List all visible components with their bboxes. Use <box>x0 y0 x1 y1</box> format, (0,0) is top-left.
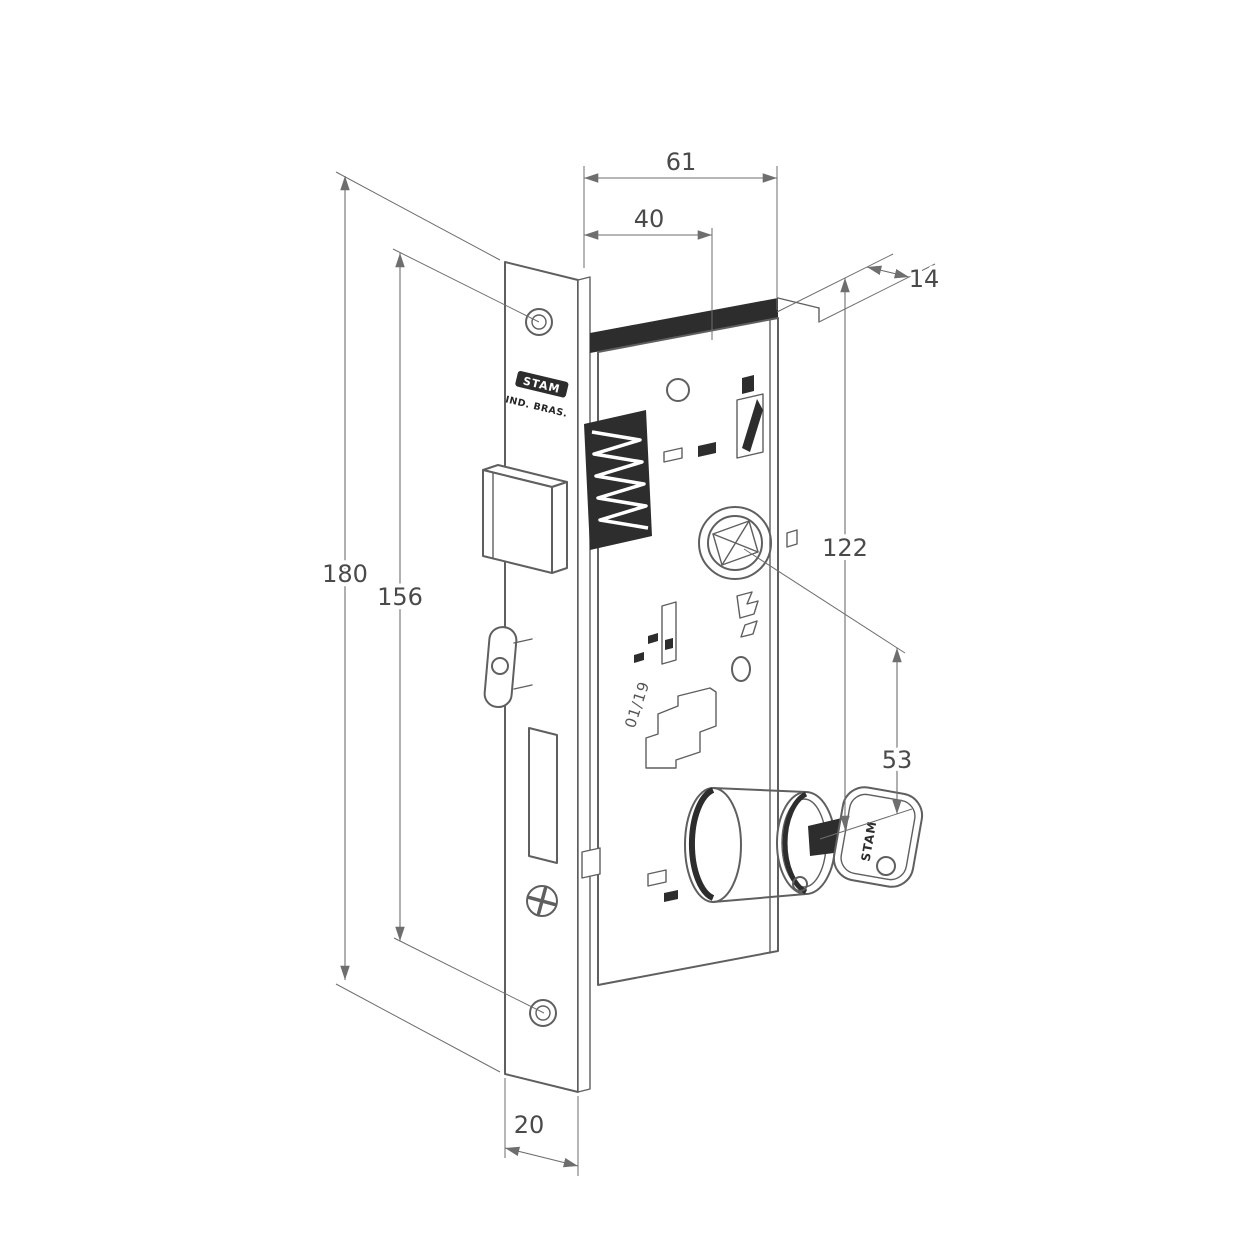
case-mount-tab <box>581 847 601 879</box>
dim-label-20: 20 <box>514 1111 545 1139</box>
dim-line-14 <box>866 265 910 279</box>
dim-label-40: 40 <box>634 205 665 233</box>
case-hole-oval <box>731 656 751 682</box>
phillips-screw-icon <box>526 885 558 917</box>
screw-hole-top-icon <box>525 308 553 336</box>
dim-label-122: 122 <box>822 534 868 562</box>
case-tab-dark-5 <box>664 890 678 902</box>
spindle-hub <box>698 506 772 580</box>
latch-bevel <box>551 481 568 574</box>
cylinder-back-shadow <box>688 787 715 901</box>
dim-label-61: 61 <box>666 148 697 176</box>
case-tab-outline-1 <box>663 447 683 463</box>
spring-catch-upper <box>736 591 759 619</box>
key-ring-hole <box>876 856 896 876</box>
latch-spring <box>591 430 649 530</box>
stop-lever-slot <box>736 393 764 459</box>
faceplate-edge <box>577 276 591 1093</box>
dim-label-156: 156 <box>377 583 423 611</box>
screw-hole-bottom-icon <box>529 999 557 1027</box>
case-slot-vertical <box>661 601 677 665</box>
cylinder-cutout <box>645 687 717 769</box>
dim-label-180: 180 <box>322 560 368 588</box>
dimensions: 180 156 61 40 14 122 53 20 <box>318 144 943 1176</box>
case-tab-outline-2 <box>647 869 667 887</box>
deadlatch-pin <box>483 626 533 708</box>
faceplate: STAM IND. BRAS. <box>504 261 591 1093</box>
dim-label-14: 14 <box>909 265 940 293</box>
case-tab-dark-4 <box>634 652 644 663</box>
cylinder-face-shadow <box>782 791 808 895</box>
case-slot-small <box>786 529 798 548</box>
deadbolt-slot <box>528 727 558 864</box>
case-tab-dark-2 <box>698 442 716 457</box>
case-tab-dark-1 <box>742 375 754 394</box>
latch-assembly <box>482 410 652 574</box>
spring-catch-lower <box>740 620 758 638</box>
dim-line-20 <box>504 1146 579 1168</box>
dim-label-53: 53 <box>882 746 913 774</box>
case-hole-top <box>666 378 690 402</box>
case-top-band <box>590 298 778 353</box>
cylinder-screw-icon <box>792 876 808 892</box>
case-tab-dark-3 <box>648 633 658 644</box>
cylinder <box>684 787 836 903</box>
